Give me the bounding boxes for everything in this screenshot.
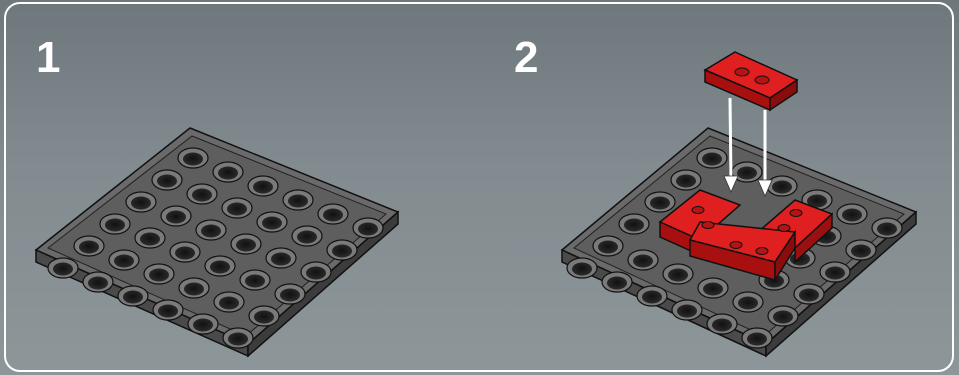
stud-hole xyxy=(703,283,723,296)
stud-hole xyxy=(598,241,618,254)
stud-hole xyxy=(677,305,697,318)
stud-hole xyxy=(245,275,265,288)
stud-hole xyxy=(358,223,378,236)
stud-hole xyxy=(228,333,248,346)
stud-hole xyxy=(140,233,160,246)
stud-hole xyxy=(175,247,195,260)
stud-hole xyxy=(236,239,256,252)
stud-hole xyxy=(271,253,291,266)
stud-hole xyxy=(253,181,273,194)
stud-hole xyxy=(772,181,792,194)
stud-hole xyxy=(105,219,125,232)
stud-hole xyxy=(851,245,871,258)
stud-hole xyxy=(218,167,238,180)
stud-hole xyxy=(323,209,343,222)
stud-hole xyxy=(288,195,308,208)
stud-hole xyxy=(877,223,897,236)
stud-hole xyxy=(166,211,186,224)
stud-hole xyxy=(607,277,627,290)
stud-hole xyxy=(210,261,230,274)
stud-hole xyxy=(668,269,688,282)
stud-hole xyxy=(633,255,653,268)
baseplate-step1-icon xyxy=(36,128,398,356)
stud-hole xyxy=(842,209,862,222)
stud-hole xyxy=(149,269,169,282)
stud-hole xyxy=(158,305,178,318)
stud-hole xyxy=(738,297,758,310)
stud-hole xyxy=(262,217,282,230)
stud-hole xyxy=(702,153,722,166)
stud-hole xyxy=(201,225,221,238)
stud-hole xyxy=(297,231,317,244)
stud-hole xyxy=(799,289,819,302)
stud-hole xyxy=(53,263,73,276)
stud-hole xyxy=(332,245,352,258)
stud-hole xyxy=(131,197,151,210)
stud-hole xyxy=(183,153,203,166)
stud-hole xyxy=(79,241,99,254)
stud-hole xyxy=(572,263,592,276)
stud-hole xyxy=(123,291,143,304)
stud-hole xyxy=(157,175,177,188)
stud-hole xyxy=(825,267,845,280)
stud-hole xyxy=(737,167,757,180)
stud-hole xyxy=(306,267,326,280)
stud-hole xyxy=(88,277,108,290)
stud-hole xyxy=(773,311,793,324)
stud-hole xyxy=(712,319,732,332)
stud-hole xyxy=(624,219,644,232)
stud-hole xyxy=(219,297,239,310)
stud-hole xyxy=(114,255,134,268)
stud-hole xyxy=(650,197,670,210)
stud-hole xyxy=(676,175,696,188)
stud-hole xyxy=(254,311,274,324)
stud-hole xyxy=(184,283,204,296)
stud-hole xyxy=(192,189,212,202)
stud-hole xyxy=(227,203,247,216)
red-plate-icon xyxy=(705,52,797,110)
stud-hole xyxy=(642,291,662,304)
stud-hole xyxy=(747,333,767,346)
stud-hole xyxy=(280,289,300,302)
stud-hole xyxy=(193,319,213,332)
